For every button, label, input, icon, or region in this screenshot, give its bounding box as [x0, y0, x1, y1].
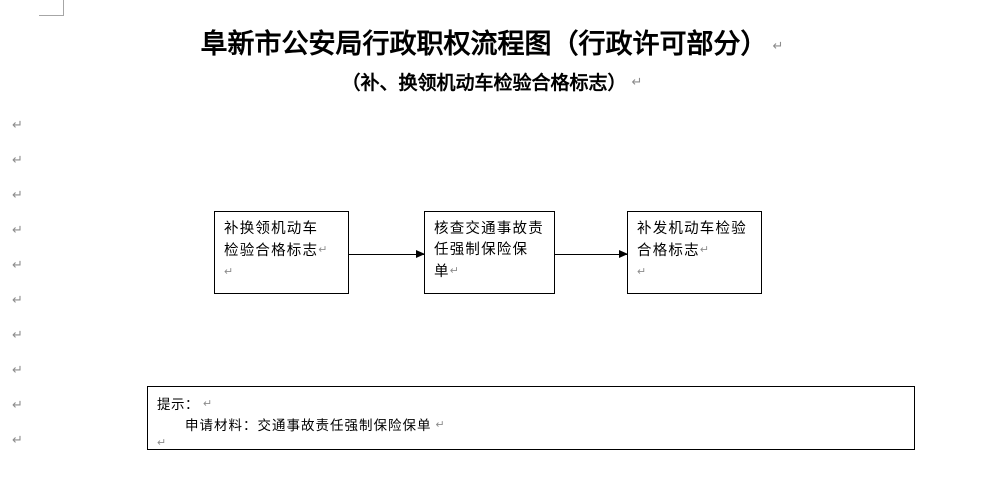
paragraph-mark: ↵ — [772, 38, 784, 53]
paragraph-mark: ↵ — [12, 362, 23, 377]
flow-box-line: 合格标志↵ — [637, 240, 753, 262]
flow-box-reissue-inspection-mark[interactable]: 补发机动车检验 合格标志↵ ↵ — [627, 211, 762, 294]
paragraph-mark: ↵ — [12, 257, 23, 272]
paragraph-mark: ↵ — [12, 397, 23, 412]
paragraph-mark: ↵ — [699, 244, 710, 256]
note-body-text: 申请材料：交通事故责任强制保险保单 — [185, 418, 432, 434]
paragraph-mark: ↵ — [12, 432, 23, 447]
flow-box-line: 补换领机动车 — [224, 221, 319, 237]
document-subtitle-text: （补、换领机动车检验合格标志） — [341, 72, 627, 94]
flow-box-line-text: 单 — [434, 264, 450, 280]
arrow-head-icon — [416, 249, 425, 258]
paragraph-mark: ↵ — [12, 222, 23, 237]
flow-box-line: 补发机动车检验 — [637, 221, 747, 237]
paragraph-mark: ↵ — [637, 266, 647, 278]
paragraph-mark: ↵ — [631, 74, 643, 89]
paragraph-mark: ↵ — [435, 419, 445, 431]
flow-box-verify-traffic-accident-insurance[interactable]: 核查交通事故责 任强制保险保 单↵ — [424, 211, 555, 294]
paragraph-mark: ↵ — [12, 152, 23, 167]
arrow-head-icon — [619, 249, 628, 258]
flow-box-line: 任强制保险保 — [434, 242, 529, 258]
flow-box-line: 核查交通事故责 — [434, 221, 544, 237]
note-heading-text: 提示： — [157, 397, 199, 413]
paragraph-mark: ↵ — [12, 292, 23, 307]
note-heading: 提示： ↵ — [157, 394, 914, 415]
paragraph-mark: ↵ — [224, 266, 234, 278]
page-margin-corner-marker — [39, 0, 64, 16]
flow-box-line-text: 检验合格标志 — [224, 243, 319, 259]
flow-box-line-text: 合格标志 — [637, 243, 700, 259]
paragraph-mark: ↵ — [203, 398, 213, 410]
flow-box-line: 单↵ — [434, 261, 546, 283]
paragraph-mark: ↵ — [12, 117, 23, 132]
flow-arrow-box2-to-box3 — [555, 249, 628, 258]
flow-arrow-box1-to-box2 — [349, 249, 425, 258]
paragraph-mark: ↵ — [12, 327, 23, 342]
paragraph-mark: ↵ — [318, 244, 328, 256]
document-subtitle: （补、换领机动车检验合格标志） ↵ — [0, 68, 984, 95]
document-title: 阜新市公安局行政职权流程图（行政许可部分） ↵ — [0, 22, 984, 61]
note-box[interactable]: 提示：↵ 申请材料：交通事故责任强制保险保单↵ ↵ — [147, 386, 915, 450]
paragraph-mark: ↵ — [449, 265, 459, 277]
page-margin-corner-marker-vertical — [63, 0, 64, 16]
flow-box-line: 检验合格标志↵ — [224, 240, 340, 262]
note-body: 申请材料：交通事故责任强制保险保单↵ — [157, 415, 914, 436]
paragraph-mark: ↵ — [157, 437, 167, 449]
document-title-text: 阜新市公安局行政职权流程图（行政许可部分） — [200, 29, 768, 60]
flow-box-apply-renew-inspection-mark[interactable]: 补换领机动车 检验合格标志↵ ↵ — [214, 211, 349, 294]
paragraph-mark: ↵ — [12, 187, 23, 202]
